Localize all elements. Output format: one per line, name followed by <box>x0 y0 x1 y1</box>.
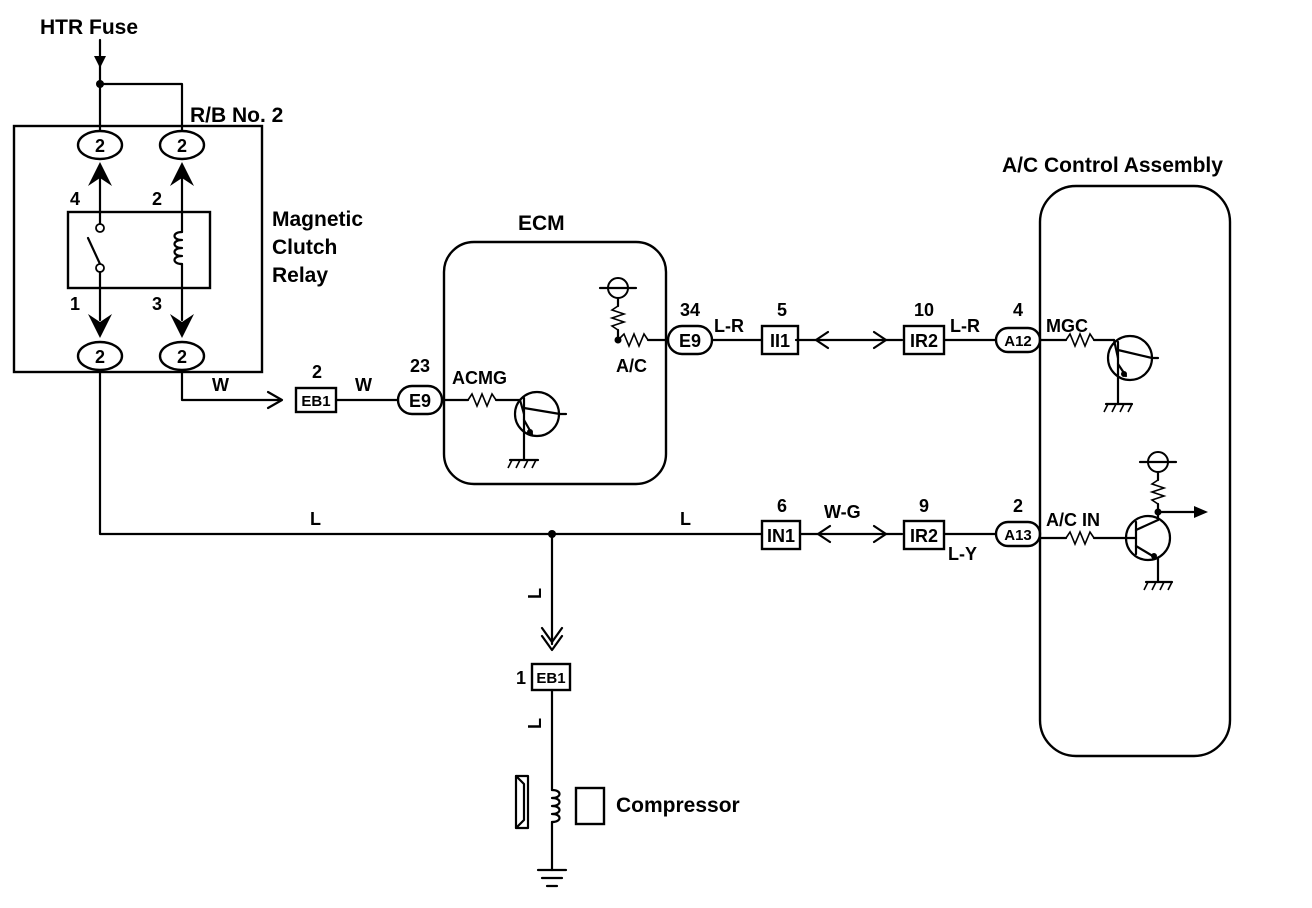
ac-in-label: A/C IN <box>1046 510 1100 530</box>
wire-label-w1: W <box>212 375 229 395</box>
relay-coil-icon <box>173 210 184 290</box>
svg-text:EB1: EB1 <box>301 393 330 410</box>
connector-a12: 4 A12 <box>994 300 1042 354</box>
ac-mgc-transistor-icon <box>1038 331 1160 413</box>
compressor-label: Compressor <box>616 794 740 817</box>
relay-switch-icon <box>86 210 105 290</box>
svg-text:II1: II1 <box>770 331 790 351</box>
connector-ir2-top: 10 IR2 <box>902 300 946 356</box>
ecm-acmg-transistor-icon <box>440 390 568 469</box>
svg-text:34: 34 <box>680 300 700 320</box>
wire-label-l-down1: L <box>525 588 545 599</box>
relay-block-box <box>12 124 264 374</box>
relay-pin-1: 1 <box>70 294 80 314</box>
svg-text:A12: A12 <box>1004 333 1032 350</box>
ecm-ac-pullup-icon <box>598 277 670 349</box>
htr-fuse-label: HTR Fuse <box>40 16 138 39</box>
wire-label-lr1: L-R <box>714 316 744 336</box>
svg-text:2: 2 <box>312 362 322 382</box>
mgc-label: MGC <box>1046 316 1088 336</box>
rb-connector-bottom-right: 2 <box>158 340 206 372</box>
relay-chevrons-top <box>88 162 194 214</box>
svg-text:9: 9 <box>919 496 929 516</box>
wire-label-l2: L <box>680 509 691 529</box>
svg-text:2: 2 <box>1013 496 1023 516</box>
svg-text:2: 2 <box>177 347 187 367</box>
ecm-box <box>442 240 668 486</box>
wire-lr-ecm-to-ac <box>710 330 998 350</box>
wire-label-lr2: L-R <box>950 316 980 336</box>
relay-pin-2: 2 <box>152 189 162 209</box>
relay-label-line1: Magnetic <box>272 208 363 231</box>
connector-ii1: 5 II1 <box>760 300 800 356</box>
svg-text:A13: A13 <box>1004 527 1032 544</box>
ecm-label: ECM <box>518 212 565 235</box>
svg-text:23: 23 <box>410 356 430 376</box>
svg-text:2: 2 <box>177 136 187 156</box>
rb-no2-label: R/B No. 2 <box>190 104 283 127</box>
ac-label: A/C <box>616 356 647 376</box>
svg-text:E9: E9 <box>679 331 701 351</box>
connector-eb1-top: 2 EB1 <box>294 362 338 414</box>
connector-e9-ac: 34 E9 <box>666 300 714 356</box>
wire-label-ly: L-Y <box>948 544 977 564</box>
connector-a13: 2 A13 <box>994 496 1042 548</box>
relay-label-line2: Clutch <box>272 236 337 259</box>
rb-connector-top-right: 2 <box>158 129 206 161</box>
connector-in1: 6 IN1 <box>760 496 802 551</box>
svg-text:E9: E9 <box>409 391 431 411</box>
wire-label-w2: W <box>355 375 372 395</box>
wire-label-l-down2: L <box>525 718 545 729</box>
connector-ir2-bottom: 9 IR2 <box>902 496 946 551</box>
svg-text:4: 4 <box>1013 300 1023 320</box>
rb-connector-top-left: 2 <box>76 129 124 161</box>
wire-label-wg: W-G <box>824 502 861 522</box>
wire-l-main <box>98 368 998 544</box>
ac-in-transistor-icon <box>1038 451 1208 591</box>
relay-pin-4: 4 <box>70 189 80 209</box>
wire-l-to-compressor <box>540 532 564 792</box>
svg-text:IN1: IN1 <box>767 526 795 546</box>
ac-assembly-label: A/C Control Assembly <box>1002 154 1223 177</box>
wire-label-l1: L <box>310 509 321 529</box>
relay-label-line3: Relay <box>272 264 328 287</box>
svg-text:IR2: IR2 <box>910 331 938 351</box>
svg-text:2: 2 <box>95 347 105 367</box>
svg-text:6: 6 <box>777 496 787 516</box>
relay-inner-box <box>66 210 212 290</box>
relay-chevrons-bottom <box>88 286 194 338</box>
svg-text:2: 2 <box>95 136 105 156</box>
rb-connector-bottom-left: 2 <box>76 340 124 372</box>
svg-text:10: 10 <box>914 300 934 320</box>
svg-text:EB1: EB1 <box>536 670 565 687</box>
wire-w-relay-to-ecm <box>180 368 400 410</box>
ac-assembly-box <box>1038 184 1232 758</box>
compressor-box-icon <box>574 786 606 826</box>
connector-e9-acmg: 23 E9 <box>396 356 444 416</box>
compressor-clutch-icon <box>514 774 568 888</box>
relay-pin-3: 3 <box>152 294 162 314</box>
svg-text:1: 1 <box>516 668 526 688</box>
svg-text:IR2: IR2 <box>910 526 938 546</box>
connector-eb1-bottom: 1 EB1 <box>516 662 572 692</box>
svg-text:5: 5 <box>777 300 787 320</box>
fuse-feed-wire <box>94 38 184 132</box>
acmg-label: ACMG <box>452 368 507 388</box>
